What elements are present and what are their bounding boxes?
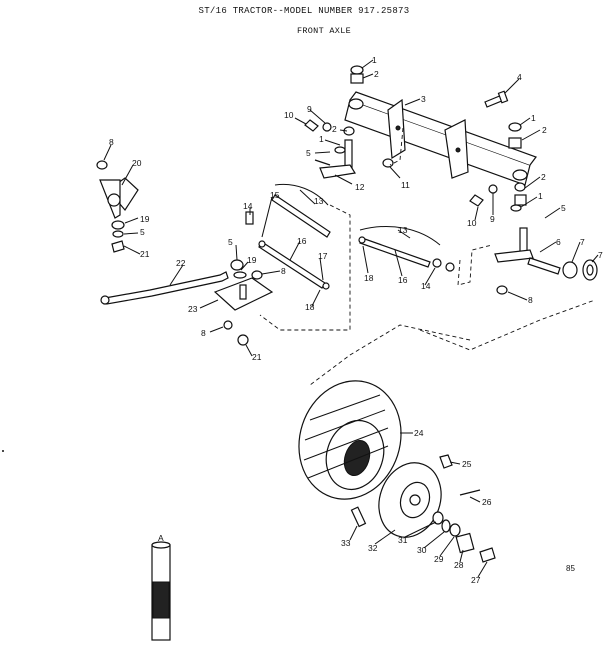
callout-label: 18 [364, 273, 374, 283]
callout-label: 9 [490, 214, 495, 224]
bracket-23 [213, 259, 274, 346]
callout-label: 13 [398, 225, 408, 235]
hub-parts [432, 511, 496, 563]
callout-label: 29 [434, 554, 444, 564]
callout-label: 26 [482, 497, 492, 507]
callout-label: 23 [188, 304, 198, 314]
callout-label: 5 [306, 148, 311, 158]
callout-label: 22 [176, 258, 186, 268]
callout-label: 31 [398, 535, 408, 545]
callout-label: 1 [531, 113, 536, 123]
inset-tube-a [151, 541, 171, 641]
stray-mark [2, 450, 4, 452]
callout-leader-lines [103, 59, 599, 578]
nut-8-right [496, 285, 508, 295]
diagram-subtitle: FRONT AXLE [296, 26, 351, 36]
callout-label: 14 [421, 281, 431, 291]
callout-label: 2 [542, 125, 547, 135]
callout-label: 10 [467, 218, 477, 228]
callout-label: 21 [140, 249, 150, 259]
callout-label: 5 [228, 237, 233, 247]
tire-24 [298, 380, 402, 500]
callout-label: 19 [247, 255, 257, 265]
tie-rod-left [245, 183, 331, 290]
callout-label: 27 [471, 575, 481, 585]
drag-link-22 [100, 271, 229, 305]
callout-label: 7 [598, 250, 603, 260]
callout-label: 3 [421, 94, 426, 104]
page-number: 85 [566, 564, 575, 573]
callout-label: 18 [305, 302, 315, 312]
callout-label: 16 [297, 236, 307, 246]
callout-label: 25 [462, 459, 472, 469]
callout-label: 8 [201, 328, 206, 338]
pin-26 [459, 489, 481, 496]
callout-label: 2 [374, 69, 379, 79]
callout-label: 5 [561, 203, 566, 213]
callout-label: 28 [454, 560, 464, 570]
callout-label: 32 [368, 543, 378, 553]
callout-label: 11 [401, 180, 410, 190]
callout-label: 4 [517, 72, 522, 82]
spindle-left-12 [314, 139, 356, 179]
callout-label: 6 [556, 237, 561, 247]
callout-label: 33 [341, 538, 351, 548]
callout-label: 1 [319, 134, 324, 144]
assembly-guide-lines [259, 127, 596, 386]
callout-label: 24 [414, 428, 424, 438]
front-axle-beam [344, 91, 537, 186]
bushing-parts-top [304, 65, 527, 212]
callout-label: 20 [132, 158, 142, 168]
callout-label: 7 [580, 237, 585, 247]
callout-label: 8 [281, 266, 286, 276]
callout-label: 17 [318, 251, 328, 261]
callout-label: 2 [541, 172, 546, 182]
steering-arm-20 [96, 160, 139, 253]
bolt-33 [350, 506, 367, 528]
callout-label: 2 [332, 124, 337, 134]
callout-label: 30 [417, 545, 427, 555]
callout-label: 10 [284, 110, 294, 120]
callout-label: 16 [398, 275, 408, 285]
bolt-4 [484, 90, 509, 108]
callout-label: 5 [140, 227, 145, 237]
callout-label: 8 [109, 137, 114, 147]
callout-labels: 1 2 3 4 1 2 9 10 2 1 5 11 12 8 20 19 5 2… [109, 55, 603, 585]
callout-label: 1 [538, 191, 543, 201]
callout-label: 13 [314, 196, 324, 206]
inset-label-a: A [158, 533, 164, 543]
callout-label: 9 [307, 104, 312, 114]
callout-label: 21 [252, 352, 262, 362]
diagram-title: ST/16 TRACTOR--MODEL NUMBER 917.25873 [198, 6, 410, 16]
callout-label: 1 [372, 55, 377, 65]
callout-label: 19 [140, 214, 150, 224]
callout-label: 15 [270, 190, 280, 200]
spindle-right-6 [494, 227, 598, 281]
valve-stem-25 [439, 454, 453, 469]
callout-label: 14 [243, 201, 253, 211]
wheel-rim-32 [378, 462, 442, 538]
tie-rod-right [358, 225, 455, 272]
callout-label: 8 [528, 295, 533, 305]
callout-label: 12 [355, 182, 365, 192]
